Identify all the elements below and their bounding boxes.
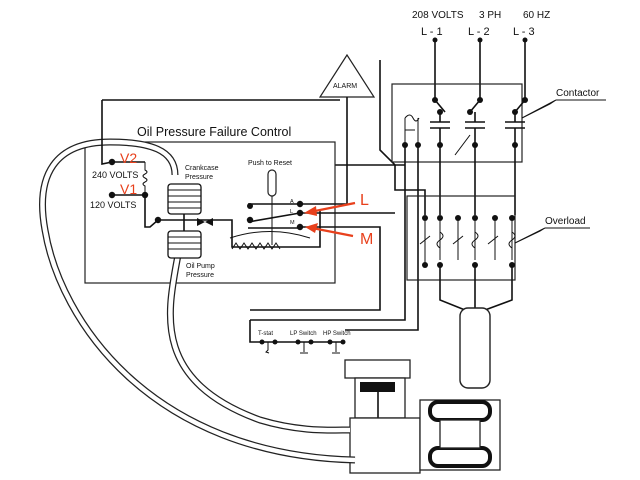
terminal-m-label: M xyxy=(290,220,295,226)
l-arrow xyxy=(304,201,356,216)
l-annotation: L xyxy=(360,192,369,209)
m-arrow xyxy=(305,223,354,238)
line-3-label: L - 3 xyxy=(513,26,535,38)
hp-switch-label: HP Switch xyxy=(323,331,351,337)
oil-pump-label-1: Oil Pump xyxy=(186,263,215,270)
crankcase-label-1: Crankcase xyxy=(185,165,219,172)
supply-phase: 3 PH xyxy=(479,10,501,21)
line-1-label: L - 1 xyxy=(421,26,443,38)
volts-240-label: 240 VOLTS xyxy=(92,170,138,180)
overload-pointer xyxy=(514,227,590,244)
supply-lines xyxy=(432,37,528,100)
terminal-l-label: L xyxy=(290,209,293,215)
oil-pump-bellows xyxy=(167,230,202,259)
contactor-label: Contactor xyxy=(556,88,600,99)
motor-housing xyxy=(459,307,491,389)
supply-voltage: 208 VOLTS xyxy=(412,10,464,21)
reset-label: Push to Reset xyxy=(248,160,292,167)
lp-switch-label: LP Switch xyxy=(290,331,317,337)
compressor xyxy=(344,359,501,474)
overload-label: Overload xyxy=(545,216,586,227)
line-2-label: L - 2 xyxy=(468,26,490,38)
v1-annotation: V1 xyxy=(120,181,137,197)
valve-icon xyxy=(197,218,213,226)
crankcase-bellows xyxy=(167,183,202,215)
terminal-a-label: A xyxy=(290,199,294,205)
alarm-label: ALARM xyxy=(333,83,357,90)
contactor-pointer xyxy=(521,99,606,119)
contactor-contacts xyxy=(402,97,528,156)
reset-button[interactable] xyxy=(267,169,277,197)
volts-120-label: 120 VOLTS xyxy=(90,200,136,210)
oil-pump-label-2: Pressure xyxy=(186,272,214,279)
m-annotation: M xyxy=(360,231,373,248)
control-switches xyxy=(259,339,346,354)
tstat-label: T-stat xyxy=(258,331,273,337)
v2-annotation: V2 xyxy=(120,150,137,166)
crankcase-label-2: Pressure xyxy=(185,174,213,181)
control-title: Oil Pressure Failure Control xyxy=(137,125,291,139)
supply-frequency: 60 HZ xyxy=(523,10,550,21)
contactor-box xyxy=(391,83,523,163)
overload-box xyxy=(406,195,516,281)
overload-elements xyxy=(419,215,516,268)
alarm-icon xyxy=(318,53,376,98)
